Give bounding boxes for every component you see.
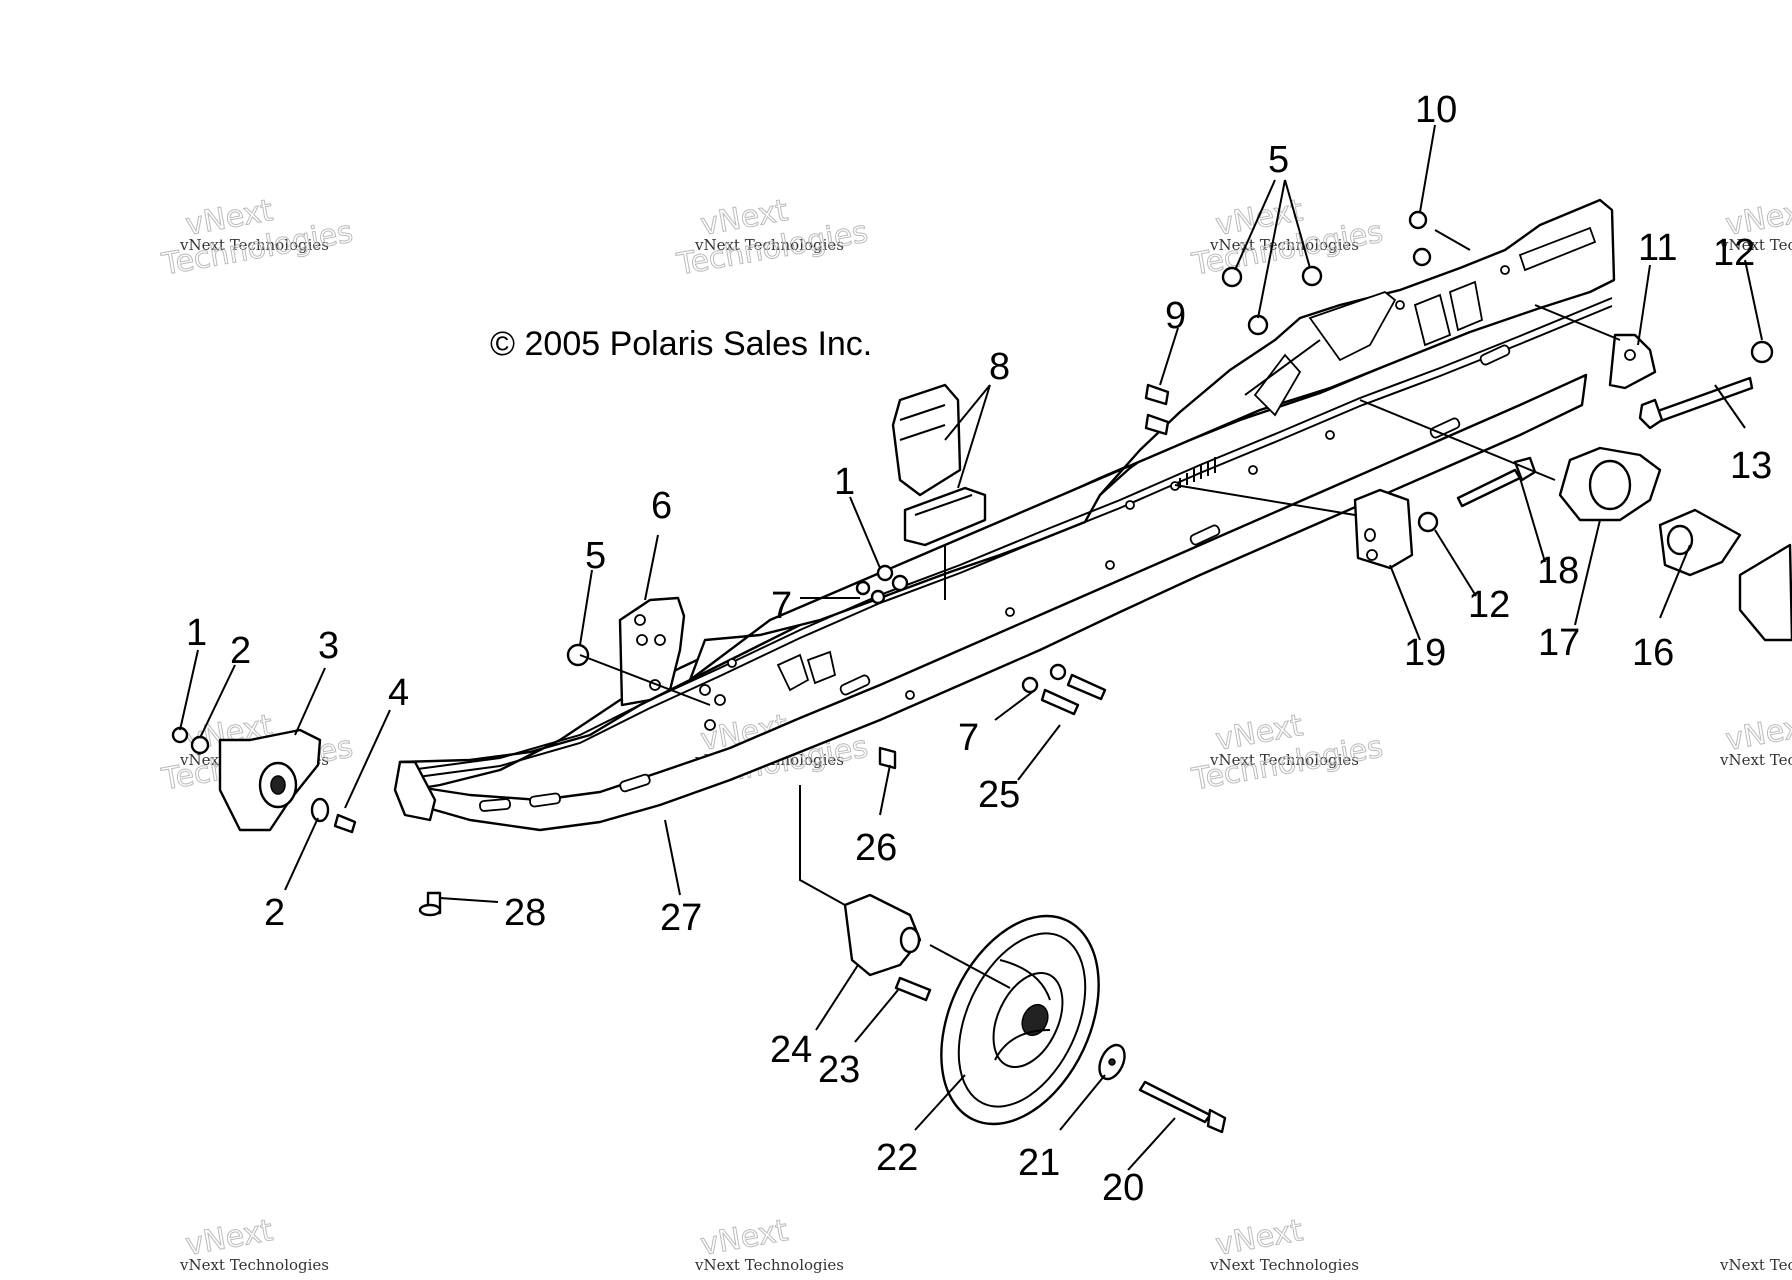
svg-text:vNext Technologies: vNext Technologies — [1719, 751, 1792, 769]
side-plate-right — [1738, 543, 1792, 642]
callout-28: 28 — [504, 892, 546, 934]
callout-1: 1 — [834, 461, 855, 503]
callout-16: 16 — [1632, 632, 1674, 674]
frame-cutout — [1253, 353, 1302, 417]
watermark: vNext vNext Technologies Technologies — [1188, 708, 1386, 799]
callout-7: 7 — [771, 585, 792, 627]
callout-22: 22 — [876, 1137, 918, 1179]
callout-10: 10 — [1415, 89, 1457, 131]
part-22-wheel — [940, 914, 1100, 1126]
watermark: vNext vNext Technologies Technologies — [158, 193, 356, 284]
callout-6: 6 — [651, 485, 672, 527]
svg-text:vNext Technologies: vNext Technologies — [1209, 751, 1359, 769]
callout-4: 4 — [388, 672, 409, 714]
callout-1: 1 — [186, 612, 207, 654]
callout-12: 12 — [1468, 584, 1510, 626]
callout-21: 21 — [1018, 1142, 1060, 1184]
frame-cutout — [806, 650, 837, 685]
watermark: vNext vNext Technologies — [694, 1213, 844, 1274]
watermark: vNext vNext Technologies Technologies — [1188, 193, 1386, 284]
rail-slot — [839, 674, 871, 696]
callout-18: 18 — [1537, 550, 1579, 592]
part-6-plate — [618, 596, 686, 707]
callout-13: 13 — [1730, 445, 1772, 487]
callout-2: 2 — [264, 892, 285, 934]
part-8-bracket — [891, 383, 987, 547]
fasteners — [171, 210, 1774, 1002]
callout-2: 2 — [230, 630, 251, 672]
callout-20: 20 — [1102, 1167, 1144, 1209]
leader-lines — [179, 124, 1763, 1171]
part-20-bolt — [1138, 1080, 1212, 1124]
watermark: vNext vNext Technologies — [1719, 708, 1792, 769]
rail-slot — [529, 792, 561, 808]
frame-cutout — [776, 653, 810, 692]
frame-cutout — [1308, 290, 1397, 362]
svg-text:vNext Technologies: vNext Technologies — [179, 236, 329, 254]
watermark: vNext vNext Technologies Technologies — [673, 193, 871, 284]
callout-12: 12 — [1713, 232, 1755, 274]
frame-cutout — [1413, 293, 1452, 347]
svg-text:vNext Technologies: vNext Technologies — [179, 1256, 329, 1274]
callout-24: 24 — [770, 1029, 812, 1071]
callout-19: 19 — [1404, 632, 1446, 674]
part-3-rear-cap — [218, 728, 322, 832]
callout-26: 26 — [855, 827, 897, 869]
callout-5: 5 — [1268, 139, 1289, 181]
callout-11: 11 — [1638, 227, 1677, 269]
rail-slot — [619, 773, 651, 793]
rail-slot — [1479, 344, 1511, 366]
svg-text:vNext Technologies: vNext Technologies — [1719, 1256, 1792, 1274]
svg-text:vNext Technologies: vNext Technologies — [1209, 236, 1359, 254]
part-11-bracket — [1608, 333, 1657, 390]
callout-7: 7 — [958, 717, 979, 759]
rail-rear-tip — [393, 760, 437, 822]
callout-27: 27 — [660, 897, 702, 939]
svg-text:vNext Technologies: vNext Technologies — [694, 236, 844, 254]
rail-lower-edge — [398, 373, 1588, 832]
frame-cutout — [1448, 280, 1484, 332]
part-19-block — [1353, 488, 1414, 570]
watermark: vNext vNext Technologies — [1209, 1213, 1359, 1274]
watermark: vNext vNext Technologies — [179, 1213, 329, 1274]
part-13-bolt — [1638, 376, 1754, 430]
callout-17: 17 — [1538, 622, 1580, 664]
callout-labels: 1 2 3 4 2 5 6 1 7 8 9 5 10 11 12 13 16 1… — [186, 89, 1772, 1209]
part-18-bolt — [1456, 456, 1537, 508]
callout-5: 5 — [585, 535, 606, 577]
copyright-notice: © 2005 Polaris Sales Inc. — [490, 325, 872, 363]
svg-text:vNext Technologies: vNext Technologies — [1719, 236, 1792, 254]
frame-cutout — [1518, 226, 1597, 272]
callout-3: 3 — [318, 625, 339, 667]
rail-slot — [479, 798, 511, 812]
rail-slot — [1189, 524, 1221, 546]
svg-text:vNext Technologies: vNext Technologies — [1209, 1256, 1359, 1274]
svg-text:vNext Technologies: vNext Technologies — [694, 1256, 844, 1274]
watermark: vNext Technologies — [1719, 1256, 1792, 1274]
callout-9: 9 — [1165, 295, 1186, 337]
callout-23: 23 — [818, 1049, 860, 1091]
callout-25: 25 — [978, 774, 1020, 816]
callout-8: 8 — [989, 346, 1010, 388]
